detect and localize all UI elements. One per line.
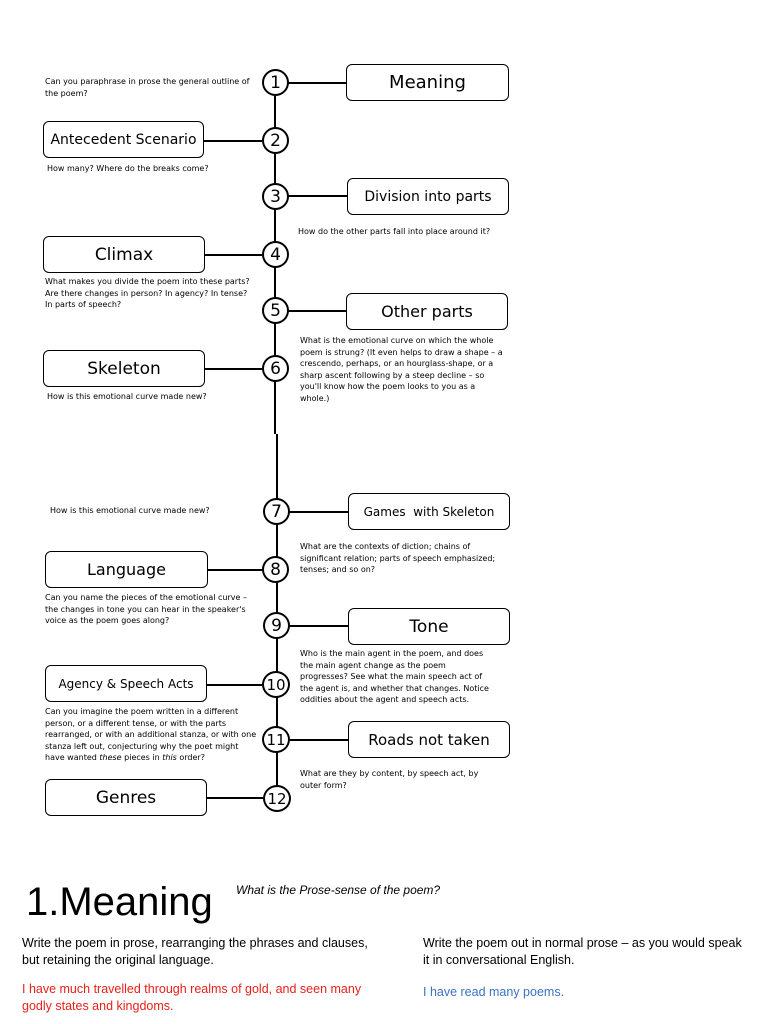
step-label: Antecedent Scenario [50, 131, 197, 148]
step-number-text: 8 [270, 559, 281, 580]
connector-8 [208, 569, 262, 571]
step-label: Tone [409, 616, 449, 637]
note-5: What is the emotional curve on which the… [300, 336, 503, 403]
connector-3 [288, 195, 348, 197]
step-label: Division into parts [364, 188, 492, 205]
step-number-text: 4 [270, 244, 281, 265]
step-number-7: 7 [263, 498, 290, 525]
step-number-5: 5 [262, 297, 289, 324]
step-number-text: 10 [266, 675, 286, 694]
note-1: Can you paraphrase in prose the general … [45, 77, 250, 98]
step-label: Other parts [381, 302, 473, 321]
left-example: I have much travelled through realms of … [22, 982, 362, 1013]
step-number-1: 1 [262, 69, 289, 96]
step-label: Games with Skeleton [363, 504, 495, 519]
step-label: Climax [94, 244, 154, 265]
step-label: Roads not taken [368, 730, 490, 749]
step-number-11: 11 [262, 726, 290, 753]
section-title: 1.Meaning [26, 880, 213, 924]
note-11-emph: these [99, 753, 122, 762]
step-label: Meaning [389, 72, 466, 93]
step-number-text: 1 [270, 72, 281, 93]
right-example: I have read many poems. [423, 985, 565, 999]
step-number-9: 9 [263, 612, 290, 639]
connector-11 [290, 739, 348, 741]
step-box-meaning: Meaning [346, 64, 509, 101]
note-3: How do the other parts fall into place a… [298, 227, 491, 236]
step-number-text: 9 [271, 615, 282, 636]
note-7: How is this emotional curve made new? [50, 506, 210, 515]
step-box-antecedent-scenario: Antecedent Scenario [43, 121, 204, 158]
step-box-roads-not-taken: Roads not taken [348, 721, 510, 758]
connector-10 [207, 684, 262, 686]
note-11-emph: this [162, 753, 177, 762]
note-2: How many? Where do the breaks come? [47, 164, 209, 173]
left-instruction: Write the poem in prose, rearranging the… [22, 936, 368, 967]
step-number-10: 10 [262, 671, 290, 698]
connector-7 [289, 511, 348, 513]
note-12: What are they by content, by speech act,… [300, 769, 479, 790]
connector-2 [204, 140, 262, 142]
connector-12 [207, 797, 263, 799]
note-11-text: Can you imagine the poem written in a di… [45, 707, 257, 762]
step-number-6: 6 [262, 355, 289, 382]
note-8: What are the contexts of diction; chains… [300, 542, 496, 574]
note-4: What makes you divide the poem into thes… [45, 277, 250, 309]
step-number-text: 11 [266, 730, 286, 749]
step-number-text: 7 [271, 501, 282, 522]
step-number-text: 3 [270, 186, 281, 207]
note-10: Who is the main agent in the poem, and d… [300, 649, 489, 704]
connector-5 [288, 310, 346, 312]
step-number-3: 3 [262, 183, 289, 210]
step-label: Skeleton [87, 358, 161, 379]
step-box-games-with-skeleton: Games with Skeleton [348, 493, 510, 530]
note-9: Can you name the pieces of the emotional… [45, 593, 247, 625]
step-box-agency-speech-acts: Agency & Speech Acts [45, 665, 207, 702]
connector-9 [289, 625, 348, 627]
step-number-text: 6 [270, 358, 281, 379]
note-11-text: pieces in [121, 753, 163, 762]
step-box-genres: Genres [45, 779, 207, 816]
connector-4 [205, 254, 262, 256]
step-number-12: 12 [263, 785, 291, 812]
step-box-division-into-parts: Division into parts [347, 178, 509, 215]
step-number-8: 8 [262, 556, 289, 583]
right-instruction: Write the poem out in normal prose – as … [423, 936, 742, 967]
step-box-climax: Climax [43, 236, 205, 273]
step-label: Language [87, 560, 166, 579]
note-11: Can you imagine the poem written in a di… [45, 706, 257, 764]
step-box-tone: Tone [348, 608, 510, 645]
section-subtitle: What is the Prose-sense of the poem? [236, 883, 441, 897]
connector-6 [205, 368, 262, 370]
note-11-text: order? [176, 753, 205, 762]
step-number-text: 5 [270, 300, 281, 321]
step-number-2: 2 [262, 127, 289, 154]
step-label: Agency & Speech Acts [58, 676, 194, 691]
step-number-4: 4 [262, 241, 289, 268]
step-number-text: 12 [267, 789, 287, 808]
step-box-other-parts: Other parts [346, 293, 508, 330]
step-number-text: 2 [270, 130, 281, 151]
connector-1 [288, 82, 346, 84]
step-label: Genres [95, 787, 157, 808]
step-box-skeleton: Skeleton [43, 350, 205, 387]
step-box-language: Language [45, 551, 208, 588]
note-6: How is this emotional curve made new? [47, 392, 207, 401]
